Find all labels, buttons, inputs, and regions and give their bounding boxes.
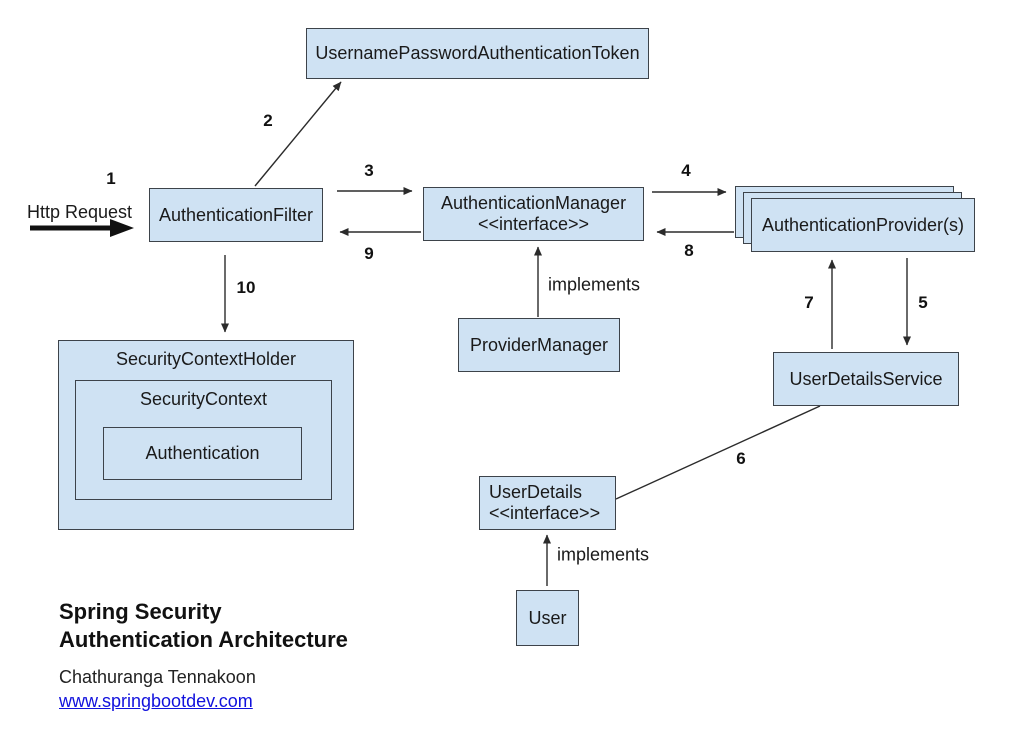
http-request-label: Http Request (27, 202, 133, 222)
implements-label-provider-manager: implements (547, 274, 641, 295)
step-label-2: 2 (263, 111, 273, 130)
step-label-9: 9 (364, 244, 374, 263)
node-authentication-manager-stereotype: <<interface>> (477, 214, 590, 234)
diagram-title: Spring Security Authentication Architect… (59, 598, 348, 654)
node-authentication-manager: AuthenticationManager <<interface>> (423, 187, 644, 241)
diagram-title-line1: Spring Security (59, 599, 222, 624)
step-label-5: 5 (918, 293, 928, 312)
node-user-details-service: UserDetailsService (773, 352, 959, 406)
node-user-details-name: UserDetails (489, 482, 583, 502)
step-label-6: 6 (736, 449, 746, 468)
node-username-password-authentication-token: UsernamePasswordAuthenticationToken (306, 28, 649, 79)
node-authentication: Authentication (103, 427, 302, 480)
author-name: Chathuranga Tennakoon (59, 667, 256, 687)
step-label-10: 10 (236, 278, 256, 297)
diagram-title-line2: Authentication Architecture (59, 627, 348, 652)
edge-2-create-token (254, 81, 342, 187)
node-authentication-manager-name: AuthenticationManager (440, 193, 627, 213)
step-label-4: 4 (681, 161, 691, 180)
node-authentication-filter: AuthenticationFilter (149, 188, 323, 242)
step-label-3: 3 (364, 161, 374, 180)
step-label-7: 7 (804, 293, 814, 312)
node-user: User (516, 590, 579, 646)
website-link[interactable]: www.springbootdev.com (59, 691, 253, 711)
edge-1-http-request-arrowhead (110, 219, 134, 237)
implements-label-user: implements (556, 544, 650, 565)
node-user-details: UserDetails <<interface>> (479, 476, 616, 530)
step-label-1: 1 (106, 169, 116, 188)
node-user-details-stereotype: <<interface>> (489, 503, 601, 523)
edge-6-userdetails-link (615, 405, 821, 500)
node-provider-manager: ProviderManager (458, 318, 620, 372)
step-label-8: 8 (684, 241, 694, 260)
node-authentication-provider: AuthenticationProvider(s) (751, 198, 975, 252)
